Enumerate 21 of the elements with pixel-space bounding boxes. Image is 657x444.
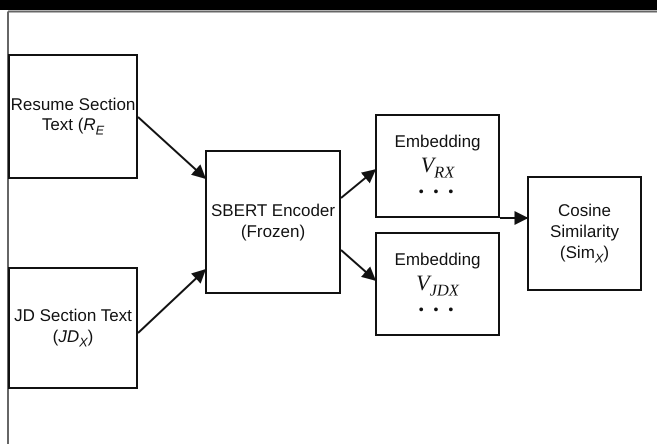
node-label: SBERT Encoder (Frozen) — [210, 201, 336, 243]
ellipsis: • • • — [418, 300, 456, 318]
arrow — [340, 249, 376, 281]
node-label: Cosine Similarity (Sim$_{X}$) — [549, 201, 620, 266]
node-title: Embedding — [394, 250, 480, 271]
arrow — [500, 211, 528, 225]
vector-symbol: V$_{JDX}$ — [416, 271, 459, 300]
arrow — [137, 269, 206, 334]
arrow — [340, 169, 376, 199]
node-title: Embedding — [394, 132, 480, 153]
node-label: Resume Section Text (R$_{E}$ — [10, 94, 136, 138]
vector-symbol: V$_{RX}$ — [420, 153, 454, 182]
ellipsis: • • • — [418, 182, 456, 200]
embedding-box — [375, 114, 500, 218]
encoder-box — [205, 150, 341, 294]
embedding-box — [375, 232, 500, 336]
node-label: JD Section Text (JD$_{X}$) — [13, 306, 133, 350]
input-box — [8, 267, 138, 389]
arrow — [137, 116, 206, 179]
input-box — [8, 54, 138, 179]
similarity-box — [527, 176, 642, 291]
